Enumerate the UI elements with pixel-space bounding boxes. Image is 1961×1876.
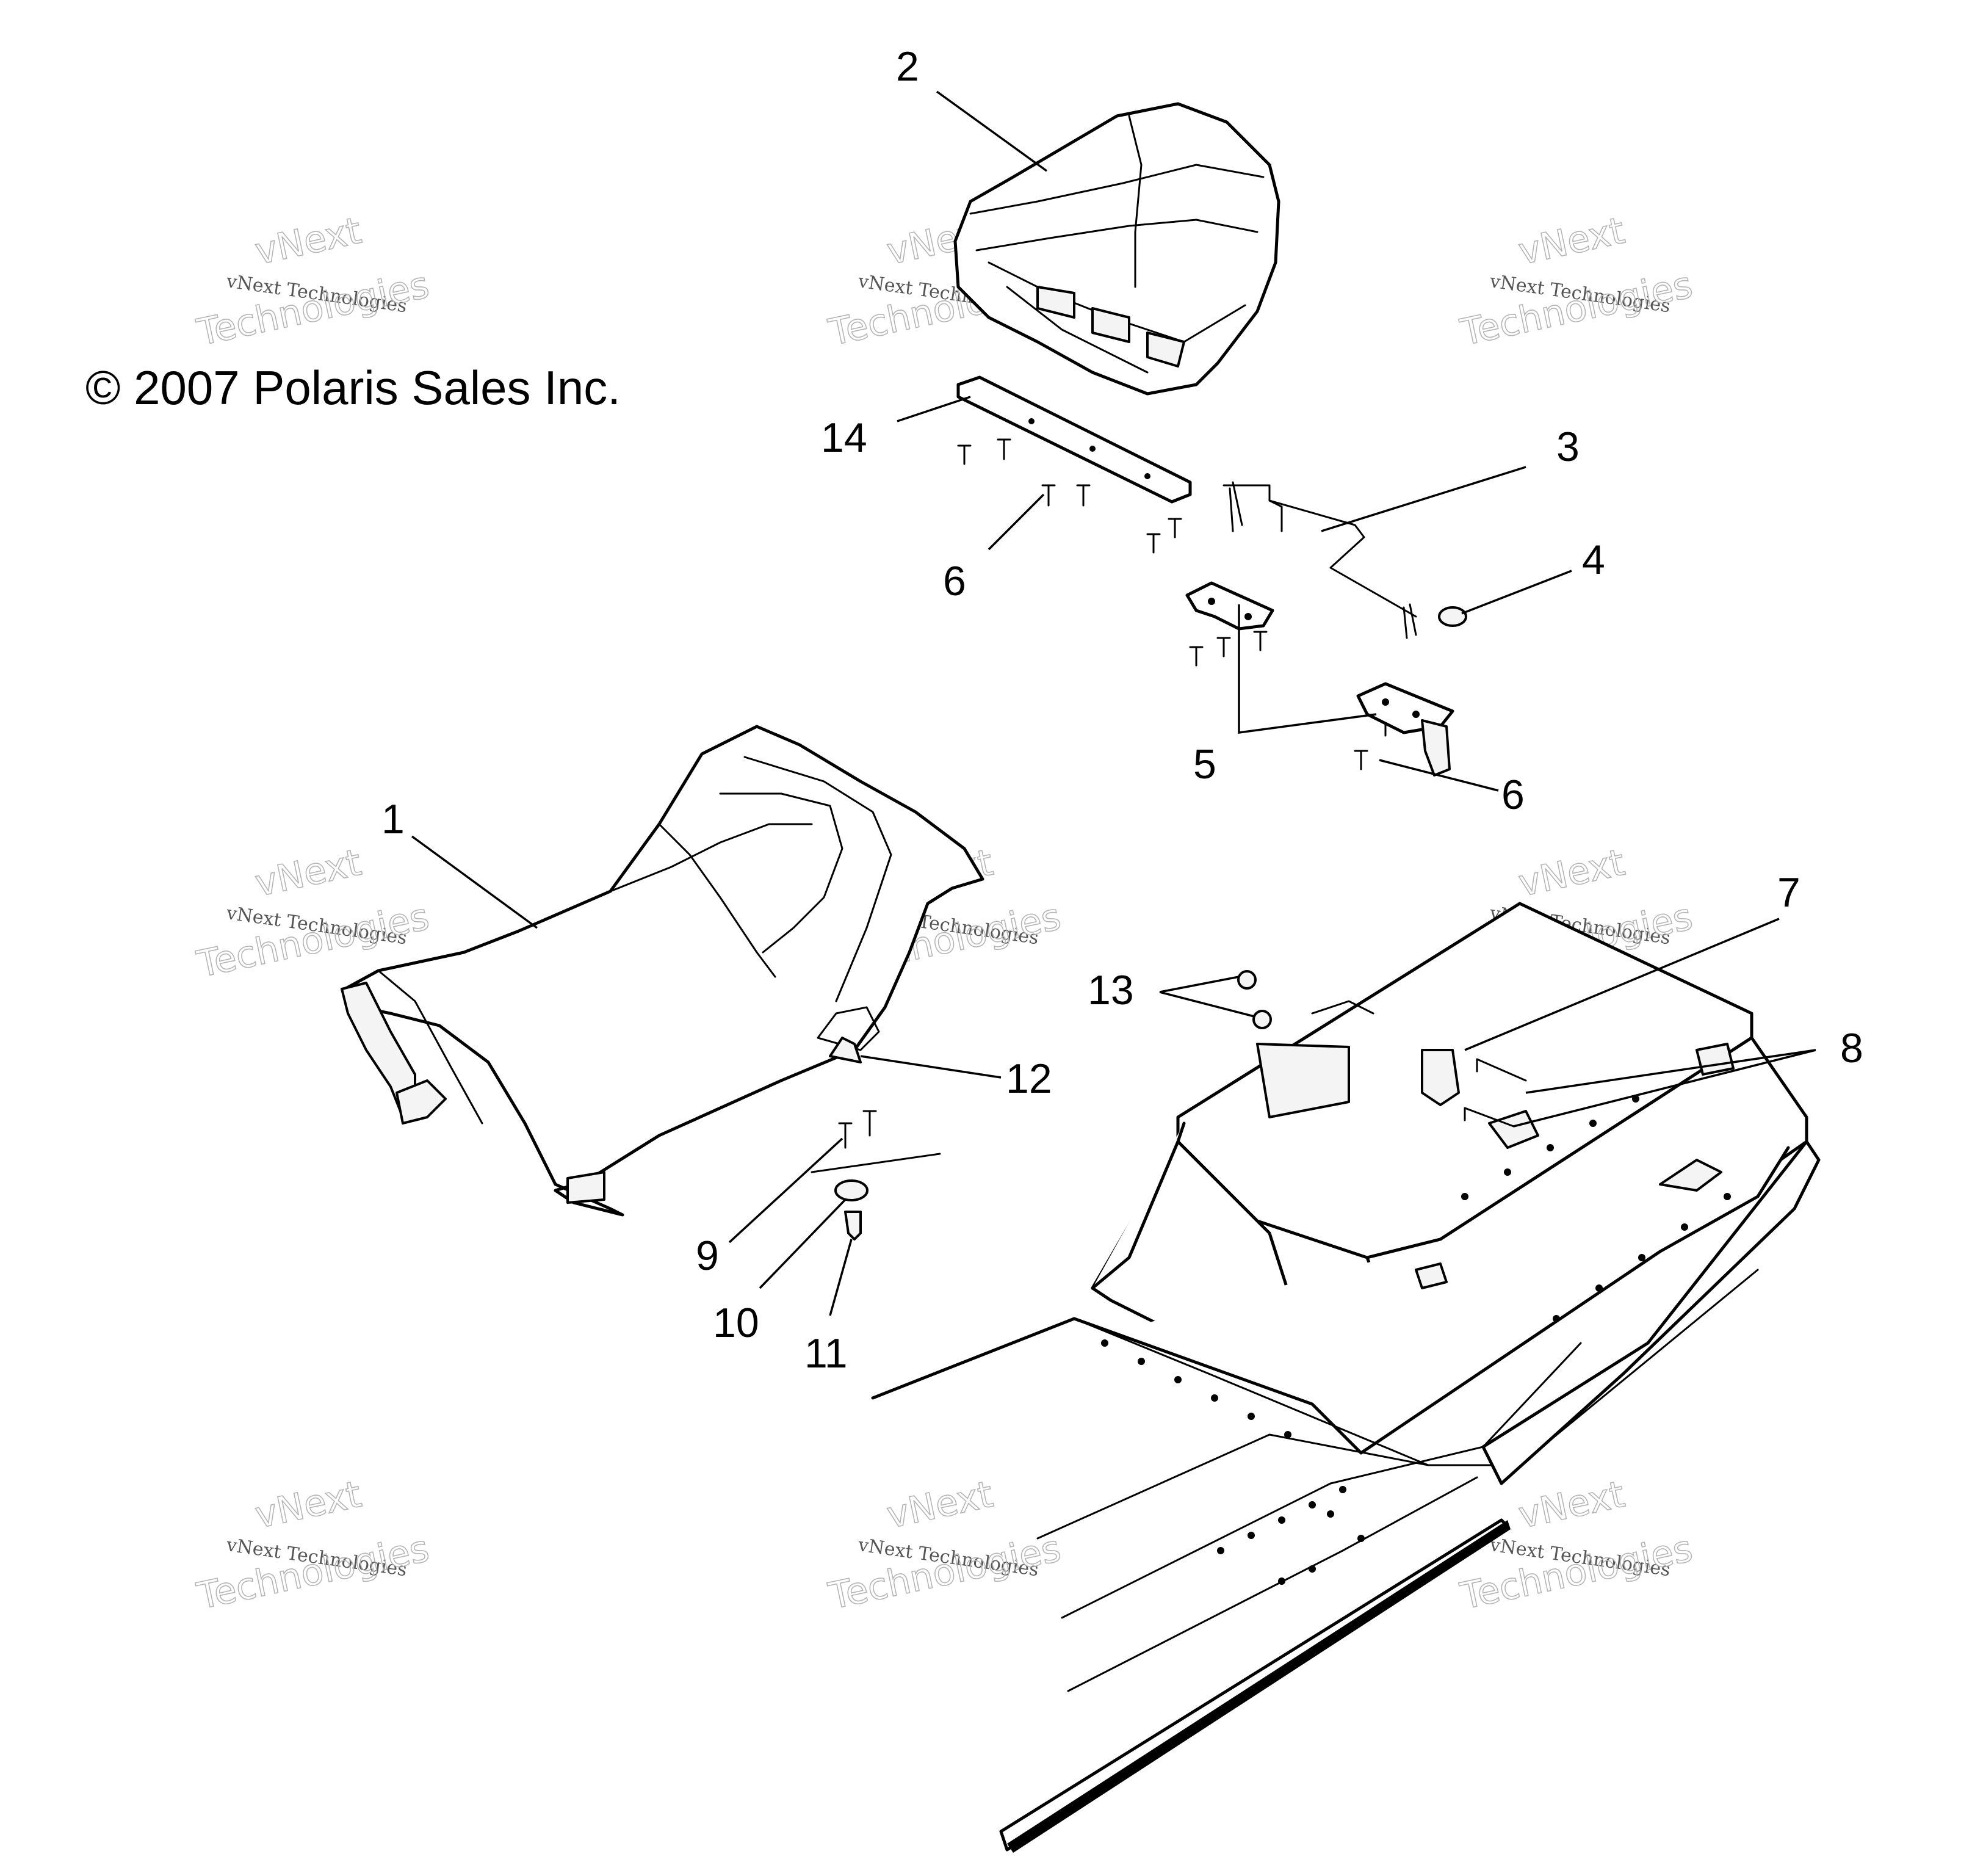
rear-seat-cushion	[953, 102, 1280, 396]
callout-6-lower: 6	[1501, 772, 1525, 818]
callout-5: 5	[1193, 741, 1216, 788]
callout-7: 7	[1777, 869, 1800, 916]
watermark: vNext Technologies vNext Technologies	[193, 841, 433, 987]
callout-1: 1	[381, 796, 405, 842]
watermark-line: vNext	[1515, 1473, 1628, 1537]
watermark: vNext Technologies vNext Technologies	[825, 1472, 1065, 1618]
callout-9: 9	[696, 1233, 719, 1279]
callout-11: 11	[804, 1330, 848, 1377]
front-seat	[341, 725, 984, 1217]
watermark-line: vNext	[1515, 841, 1628, 905]
callout-2: 2	[896, 43, 919, 90]
watermark-line: vNext	[251, 209, 365, 273]
seat-brackets	[1185, 581, 1454, 777]
callout-12: 12	[1006, 1056, 1052, 1102]
callout-8: 8	[1840, 1025, 1863, 1071]
watermark: vNext Technologies vNext Technologies	[193, 209, 433, 355]
chassis-tunnel	[871, 902, 1821, 1853]
screws	[957, 438, 1393, 770]
callouts: 2 14 3 4 6 5 6 1 7 13 8 12 9 10 11	[381, 43, 1863, 1377]
copyright-text: © 2007 Polaris Sales Inc.	[85, 361, 621, 415]
watermark-line: vNext	[251, 1473, 365, 1537]
callout-3: 3	[1556, 424, 1580, 470]
callout-10: 10	[713, 1300, 759, 1346]
mounting-plate	[956, 375, 1192, 504]
latch-rod	[1222, 481, 1467, 639]
callout-13: 13	[1088, 967, 1134, 1013]
watermark-line: vNext	[883, 1473, 997, 1537]
callout-4: 4	[1582, 537, 1605, 583]
watermarks: vNext Technologies vNext Technologies vN…	[193, 209, 1697, 1618]
seat-fasteners	[811, 1110, 941, 1240]
watermark: vNext Technologies vNext Technologies	[193, 1472, 433, 1618]
callout-14: 14	[821, 415, 867, 461]
watermark: vNext Technologies vNext Technologies	[1456, 209, 1697, 355]
watermark-line: vNext	[1515, 209, 1628, 273]
watermark: vNext Technologies vNext Technologies	[1456, 1472, 1697, 1618]
leader-lines	[411, 90, 1816, 1316]
watermark-line: vNext	[251, 841, 365, 905]
callout-6-upper: 6	[943, 558, 966, 604]
chassis-fasteners	[1237, 970, 1527, 1128]
